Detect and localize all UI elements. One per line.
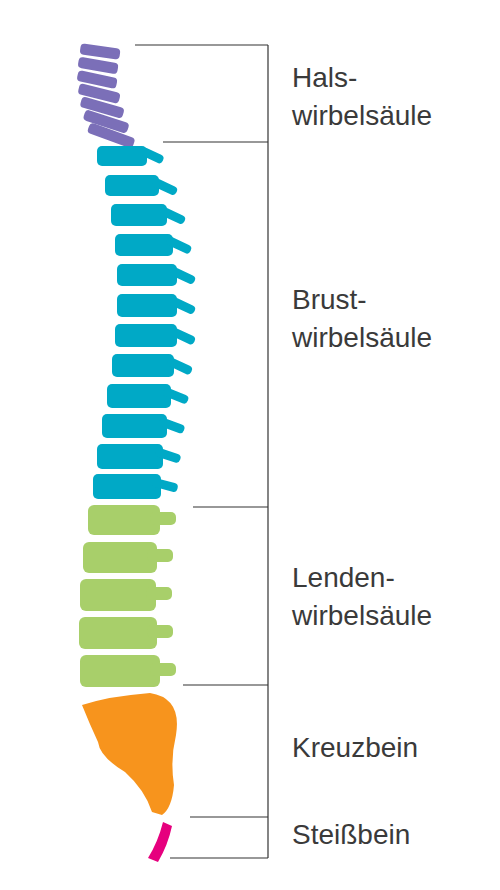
region-label: Brust- wirbelsäule [292, 281, 467, 357]
region-label: Steißbein [292, 816, 467, 854]
region-label: Lenden- wirbelsäule [292, 559, 467, 635]
region-label: Hals- wirbelsäule [292, 59, 467, 135]
thoracic-vertebrae [93, 146, 196, 499]
region-label: Kreuzbein [292, 729, 467, 767]
bracket-lines [135, 45, 268, 858]
sacrum-bone [82, 693, 177, 815]
cervical-vertebrae [76, 43, 135, 149]
coccyx-bone [148, 822, 172, 862]
lumbar-vertebrae [79, 505, 176, 687]
